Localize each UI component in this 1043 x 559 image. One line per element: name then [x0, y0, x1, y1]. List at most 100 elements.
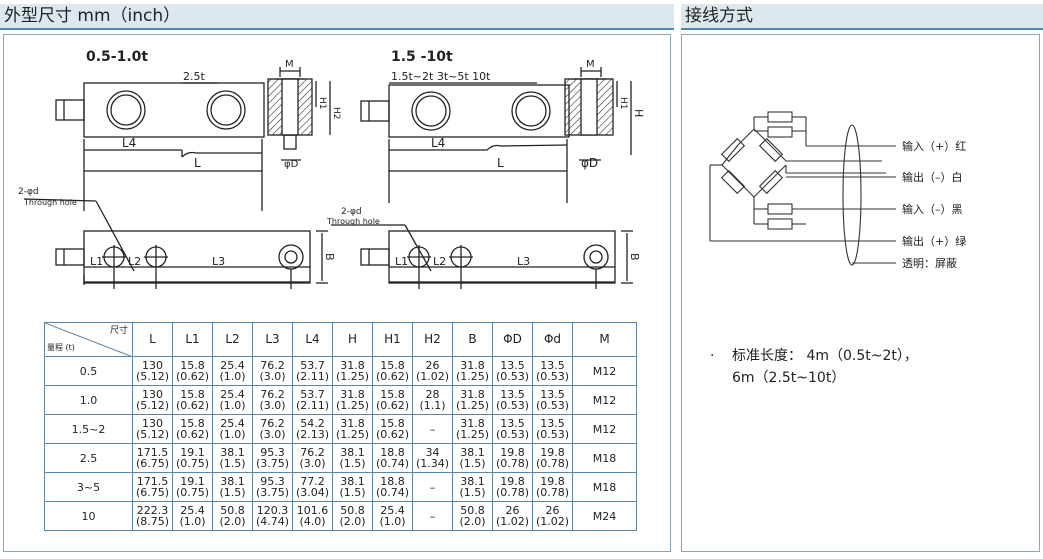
- col-header: L1: [172, 322, 213, 357]
- cell-inch-value: (2.0): [339, 515, 366, 528]
- cell-metric-value: 31.8: [340, 388, 365, 401]
- cell-metric-value: 13.5: [540, 359, 565, 372]
- drawing-small-H2: H2: [331, 107, 341, 120]
- cell-metric-value: 15.8: [380, 417, 405, 430]
- cell-metric-value: 130: [142, 359, 163, 372]
- table-cell: 19.1(0.75): [172, 443, 213, 473]
- cell-inch-value: (0.78): [535, 486, 570, 499]
- cell-metric-value: 50.8: [220, 504, 245, 517]
- wiring-diagram: 输入（+）红 输出（–）白 输入（–）黑 输出（+）绿 透明：屏蔽: [709, 111, 966, 270]
- cell-inch-value: (0.62): [375, 370, 410, 383]
- table-cell: 50.8(2.0): [452, 501, 493, 531]
- cell-metric-value: 13.5: [540, 388, 565, 401]
- cell-metric-value: 76.2: [260, 417, 285, 430]
- drawing-large-hole-sub: Through hole: [326, 217, 380, 226]
- cell-inch-value: (1.25): [335, 428, 370, 441]
- cell-metric-value: 77.2: [300, 475, 325, 488]
- cell-metric-value: 120.3: [256, 504, 289, 517]
- table-cell: 13.5(0.53): [492, 385, 533, 415]
- cell-inch-value: (1.25): [455, 399, 490, 412]
- cell-metric-value: 26: [425, 359, 440, 372]
- cell-metric-value: 130: [142, 417, 163, 430]
- cell-inch-value: (2.11): [295, 399, 330, 412]
- cell-metric-value: 15.8: [180, 417, 205, 430]
- range-cell: 3~5: [44, 472, 133, 502]
- col-header: L: [132, 322, 173, 357]
- table-cell: 15.8(0.62): [172, 414, 213, 444]
- cell-metric-value: 18.8: [380, 475, 405, 488]
- cell-inch-value: (3.04): [295, 486, 330, 499]
- cell-metric-value: 38.1: [220, 446, 245, 459]
- range-cell: 2.5: [44, 443, 133, 473]
- cell-metric-value: 53.7: [300, 359, 325, 372]
- table-cell: 31.8(1.25): [332, 414, 373, 444]
- drawing-small: 0.5-1.0t 2.5t M H1 H2 φD L4: [18, 49, 341, 289]
- cell-metric-value: 95.3: [260, 446, 285, 459]
- table-cell: M12: [572, 414, 637, 444]
- col-header: M: [572, 322, 637, 357]
- cell-metric-value: 19.1: [180, 446, 205, 459]
- table-cell: 13.5(0.53): [532, 356, 573, 386]
- table-cell: M18: [572, 472, 637, 502]
- cell-inch-value: (0.53): [535, 428, 570, 441]
- cell-metric-value: –: [429, 509, 436, 523]
- cell-inch-value: (4.74): [255, 515, 290, 528]
- table-cell: 31.8(1.25): [452, 385, 493, 415]
- drawing-large-title: 1.5 -10t: [391, 49, 453, 65]
- cell-inch-value: (0.62): [375, 428, 410, 441]
- table-cell: 15.8(0.62): [372, 385, 413, 415]
- table-cell: 15.8(0.62): [372, 414, 413, 444]
- cell-metric-value: 26: [505, 504, 520, 517]
- drawing-small-title: 0.5-1.0t: [86, 49, 148, 65]
- drawing-large-L: L: [497, 156, 504, 170]
- table-cell: 120.3(4.74): [252, 501, 293, 531]
- drawing-large-H: H: [632, 109, 645, 117]
- cell-inch-value: (0.75): [175, 486, 210, 499]
- table-cell: 25.4(1.0): [172, 501, 213, 531]
- cell-metric-value: 38.1: [340, 475, 365, 488]
- wiring-panel: 输入（+）红 输出（–）白 输入（–）黑 输出（+）绿 透明：屏蔽 · 标准长度…: [681, 34, 1040, 552]
- note-line-1: 标准长度： 4m（0.5t~2t），: [732, 348, 918, 364]
- drawing-large-phiD: φD: [581, 156, 598, 170]
- cell-metric-value: 171.5: [136, 446, 169, 459]
- drawing-large-L2: L2: [433, 255, 446, 268]
- drawing-large-L4: L4: [431, 136, 445, 150]
- col-header: ΦD: [492, 322, 533, 357]
- table-cell: 13.5(0.53): [492, 356, 533, 386]
- cell-metric-value: 19.8: [500, 475, 525, 488]
- cell-metric-value: 38.1: [340, 446, 365, 459]
- dimension-drawings: 0.5-1.0t 2.5t M H1 H2 φD L4: [18, 49, 645, 289]
- table-cell: 53.7(2.11): [292, 385, 333, 415]
- table-cell: 95.3(3.75): [252, 443, 293, 473]
- standard-length-note: · 标准长度： 4m（0.5t~2t）， 6m（2.5t~10t）: [710, 345, 1032, 389]
- table-cell: 54.2(2.13): [292, 414, 333, 444]
- drawing-small-L: L: [194, 156, 201, 170]
- cell-inch-value: (5.12): [135, 370, 170, 383]
- cell-inch-value: (1.0): [379, 515, 406, 528]
- table-cell: 50.8(2.0): [212, 501, 253, 531]
- cell-metric-value: M12: [592, 364, 617, 378]
- table-cell: M18: [572, 443, 637, 473]
- cell-inch-value: (3.75): [255, 486, 290, 499]
- cell-inch-value: (1.5): [339, 486, 366, 499]
- cell-metric-value: 130: [142, 388, 163, 401]
- cell-inch-value: (2.11): [295, 370, 330, 383]
- table-cell: 95.3(3.75): [252, 472, 293, 502]
- col-header: Φd: [532, 322, 573, 357]
- cell-inch-value: (3.0): [259, 428, 286, 441]
- cell-metric-value: 76.2: [260, 388, 285, 401]
- cell-metric-value: 19.8: [540, 475, 565, 488]
- table-cell: 171.5(6.75): [132, 472, 173, 502]
- table-cell: 31.8(1.25): [332, 385, 373, 415]
- cell-metric-value: 53.7: [300, 388, 325, 401]
- table-cell: 53.7(2.11): [292, 356, 333, 386]
- table-cell: 130(5.12): [132, 356, 173, 386]
- table-cell: 15.8(0.62): [172, 385, 213, 415]
- cell-inch-value: (1.0): [219, 428, 246, 441]
- table-cell: 31.8(1.25): [452, 414, 493, 444]
- table-cell: 19.8(0.78): [492, 472, 533, 502]
- cell-metric-value: 95.3: [260, 475, 285, 488]
- drawing-small-hole-label: 2-φd: [18, 187, 39, 197]
